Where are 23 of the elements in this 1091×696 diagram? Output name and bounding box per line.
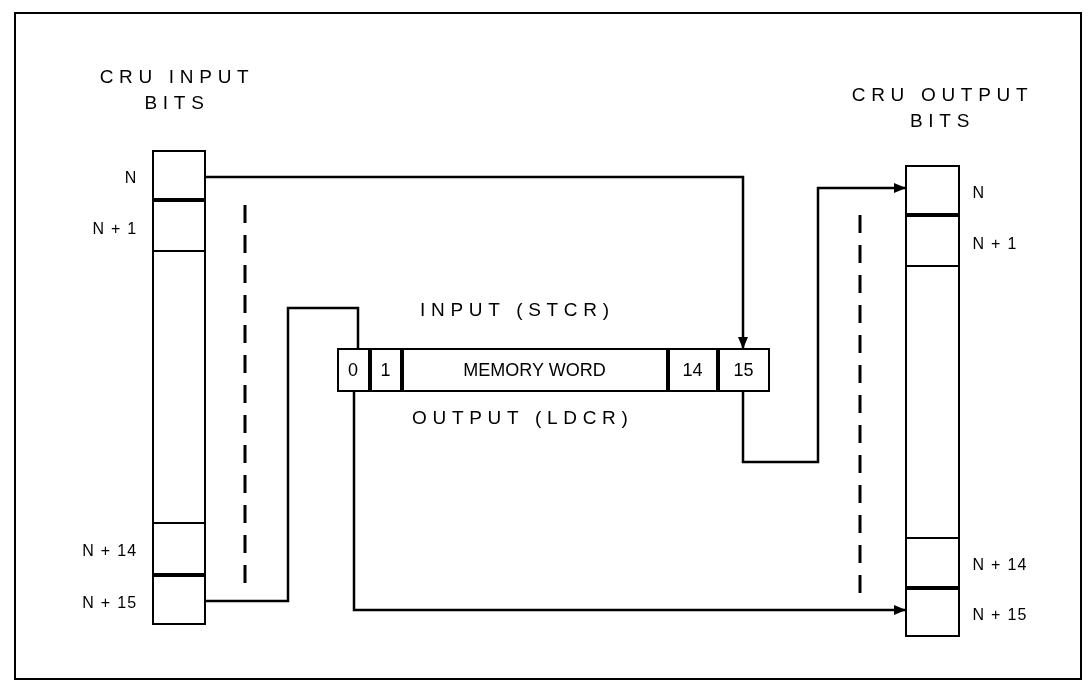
bit-cell bbox=[369, 347, 402, 392]
bit-number-label: N bbox=[972, 182, 986, 203]
operation-label: INPUT (STCR) bbox=[420, 298, 615, 322]
bit-number-label: N + 14 bbox=[82, 541, 138, 561]
arrow bbox=[741, 183, 906, 464]
arrow bbox=[206, 175, 748, 349]
bit-label: 1 bbox=[380, 360, 391, 379]
bit-label: 15 bbox=[733, 360, 754, 379]
column-heading: CRU INPUT BITS bbox=[98, 65, 256, 115]
bit-number-label: N + 15 bbox=[82, 592, 138, 613]
operation-label: OUTPUT (LDCR) bbox=[412, 406, 634, 430]
bit-label: MEMORY WORD bbox=[463, 360, 606, 379]
bit-number-label: N + 14 bbox=[972, 555, 1028, 575]
column-heading: CRU OUTPUT BITS bbox=[850, 83, 1035, 133]
bit-cell bbox=[401, 347, 668, 392]
arrow bbox=[352, 392, 906, 615]
bit-number-label: N bbox=[124, 167, 138, 188]
bit-label: 0 bbox=[348, 360, 358, 379]
bit-label: 14 bbox=[682, 360, 703, 379]
bit-number-label: N + 1 bbox=[972, 233, 1018, 254]
bit-cell bbox=[667, 347, 718, 392]
bit-number-label: N + 15 bbox=[972, 605, 1028, 625]
bit-number-label: N + 1 bbox=[92, 218, 138, 239]
